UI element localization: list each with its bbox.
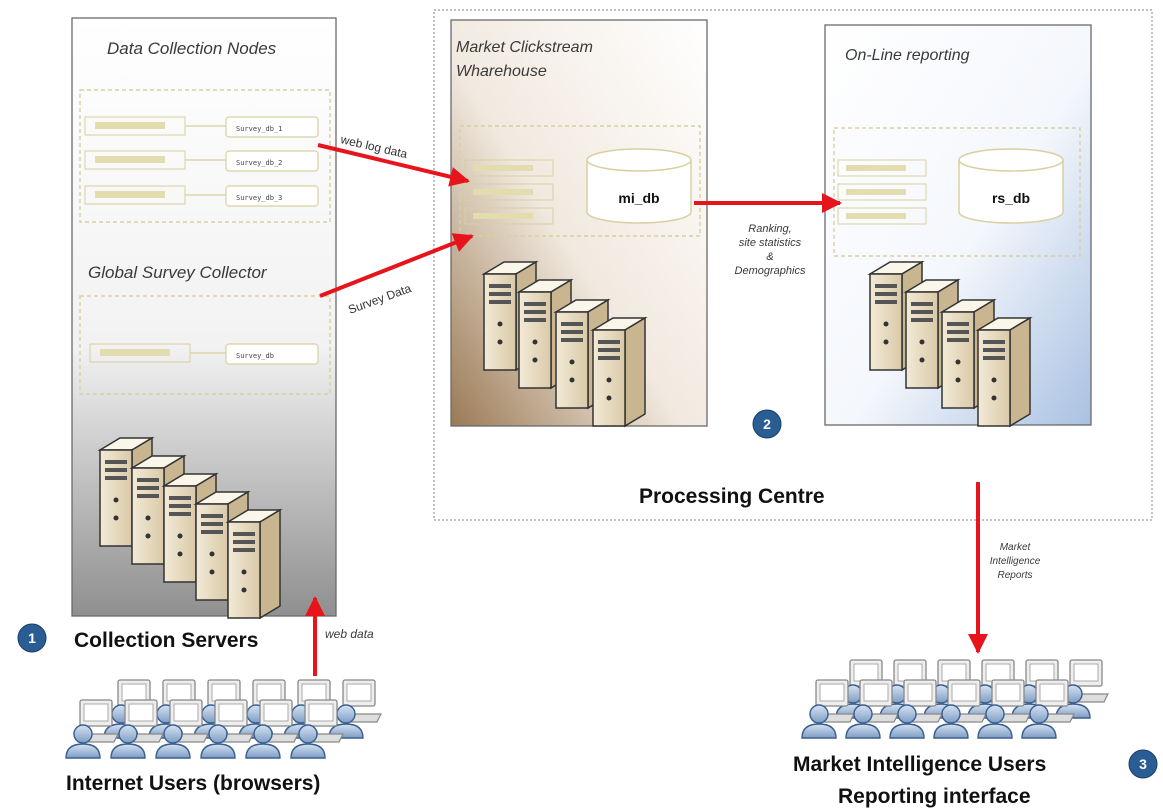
database-icon	[225, 185, 319, 207]
badge-2: 2	[752, 409, 782, 439]
collection-servers-label: Collection Servers	[74, 629, 258, 652]
database-icon	[225, 116, 319, 138]
mi-reports-label: Market Intelligence Reports	[990, 542, 1041, 581]
arrow-icon	[319, 233, 474, 298]
mi-users-group	[801, 659, 1109, 739]
database-icon	[958, 148, 1064, 224]
server-rack-icon	[977, 317, 1031, 427]
ranking-label: Ranking, site statistics & Demographics	[735, 223, 806, 277]
mi-db-label: mi_db	[618, 190, 659, 206]
badge-3: 3	[1128, 749, 1158, 779]
survey-data-label: Survey Data	[346, 281, 413, 317]
processing-centre-boundary	[433, 9, 1153, 521]
survey-db-2-label: Survey_db_2	[236, 159, 282, 167]
reporting-panel: On-Line reporting rs_db	[824, 24, 1092, 427]
mi-reports-label-line: Intelligence	[990, 556, 1041, 567]
internet-users-label: Internet Users (browsers)	[66, 772, 320, 795]
collection-servers-panel: Data Collection Nodes Survey_db_1 Survey…	[71, 17, 337, 619]
badge-2-number: 2	[763, 416, 771, 432]
collection-node-2: Survey_db_2	[84, 150, 319, 172]
database-icon	[586, 148, 692, 224]
mi-users-label: Market Intelligence Users	[793, 753, 1046, 776]
ranking-label-line: &	[766, 251, 773, 263]
processing-centre-label: Processing Centre	[639, 485, 825, 508]
rs-db-label: rs_db	[992, 190, 1030, 206]
badge-1: 1	[17, 623, 47, 653]
ranking-label-line: site statistics	[739, 237, 802, 249]
ranking-label-line: Ranking,	[748, 223, 791, 235]
collection-node-3: Survey_db_3	[84, 185, 319, 207]
warehouse-title-line2: Wharehouse	[456, 63, 547, 80]
survey-db-label: Survey_db	[236, 352, 274, 360]
server-rack-icon	[592, 317, 646, 427]
collection-node-1: Survey_db_1	[84, 116, 319, 138]
internet-users-group	[65, 679, 382, 759]
arrow-icon	[317, 143, 470, 187]
mi-reports-label-line: Reports	[997, 570, 1032, 581]
badge-1-number: 1	[28, 630, 36, 646]
online-reporting-title: On-Line reporting	[845, 47, 970, 64]
collection-nodes-group	[79, 89, 331, 223]
server-rack-icon	[227, 509, 281, 619]
database-icon	[225, 343, 319, 365]
data-collection-nodes-title: Data Collection Nodes	[107, 39, 277, 58]
reporting-interface-label: Reporting interface	[838, 785, 1031, 808]
mi-reports-label-line: Market	[1000, 542, 1032, 553]
global-survey-collector-title: Global Survey Collector	[88, 263, 268, 282]
survey-db-1-label: Survey_db_1	[236, 125, 282, 133]
survey-db-3-label: Survey_db_3	[236, 194, 282, 202]
ranking-label-line: Demographics	[735, 265, 806, 277]
warehouse-panel: Market Clickstream Wharehouse mi_db	[450, 19, 708, 427]
warehouse-title-line1: Market Clickstream	[456, 39, 593, 56]
badge-3-number: 3	[1139, 756, 1147, 772]
web-data-label: web data	[325, 627, 374, 641]
survey-collector-group	[79, 295, 331, 395]
database-icon	[225, 150, 319, 172]
survey-collector-node: Survey_db	[89, 343, 319, 365]
reporting-db-group	[833, 127, 1081, 257]
